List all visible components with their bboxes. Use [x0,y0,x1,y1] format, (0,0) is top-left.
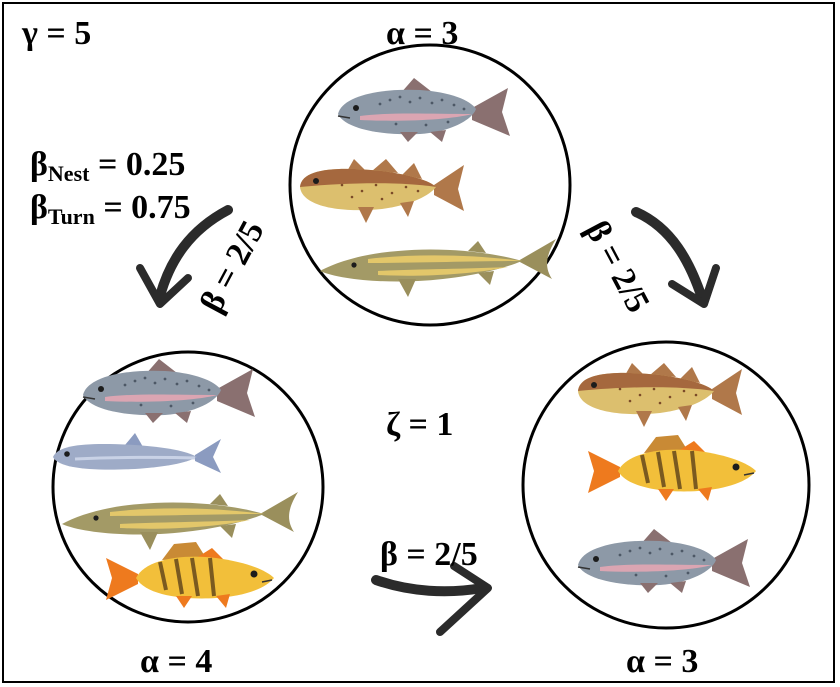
sturgeon-icon [62,492,298,550]
gamma-label: γ = 5 [22,15,92,52]
alpha-right-label: α = 3 [626,643,699,680]
top-nest-circle [288,43,572,327]
beta-turn-label: βTurn = 0.75 [30,189,191,229]
trout-icon [577,528,751,594]
alpha-top-label: α = 3 [386,15,459,52]
cod-icon [300,159,464,223]
left-nest-circle [51,350,325,624]
trout-icon [337,77,511,143]
smelt-icon [51,431,223,475]
beta-parameters: βNest = 0.25 βTurn = 0.75 [30,148,191,234]
cod-icon [578,363,742,427]
zeta-label: ζ = 1 [386,406,454,443]
right-nest-circle [521,340,811,630]
left-arrow [136,205,233,308]
alpha-left-label: α = 4 [140,643,213,680]
right-arrow [631,207,720,308]
trout-icon [82,358,256,424]
bottom-arrow [371,562,492,636]
beta-nest-label: βNest = 0.25 [30,146,186,186]
beta-bottom-label: β = 2/5 [380,536,478,573]
sturgeon-icon [320,239,556,297]
perch-icon [104,540,276,610]
perch-icon [586,433,758,503]
